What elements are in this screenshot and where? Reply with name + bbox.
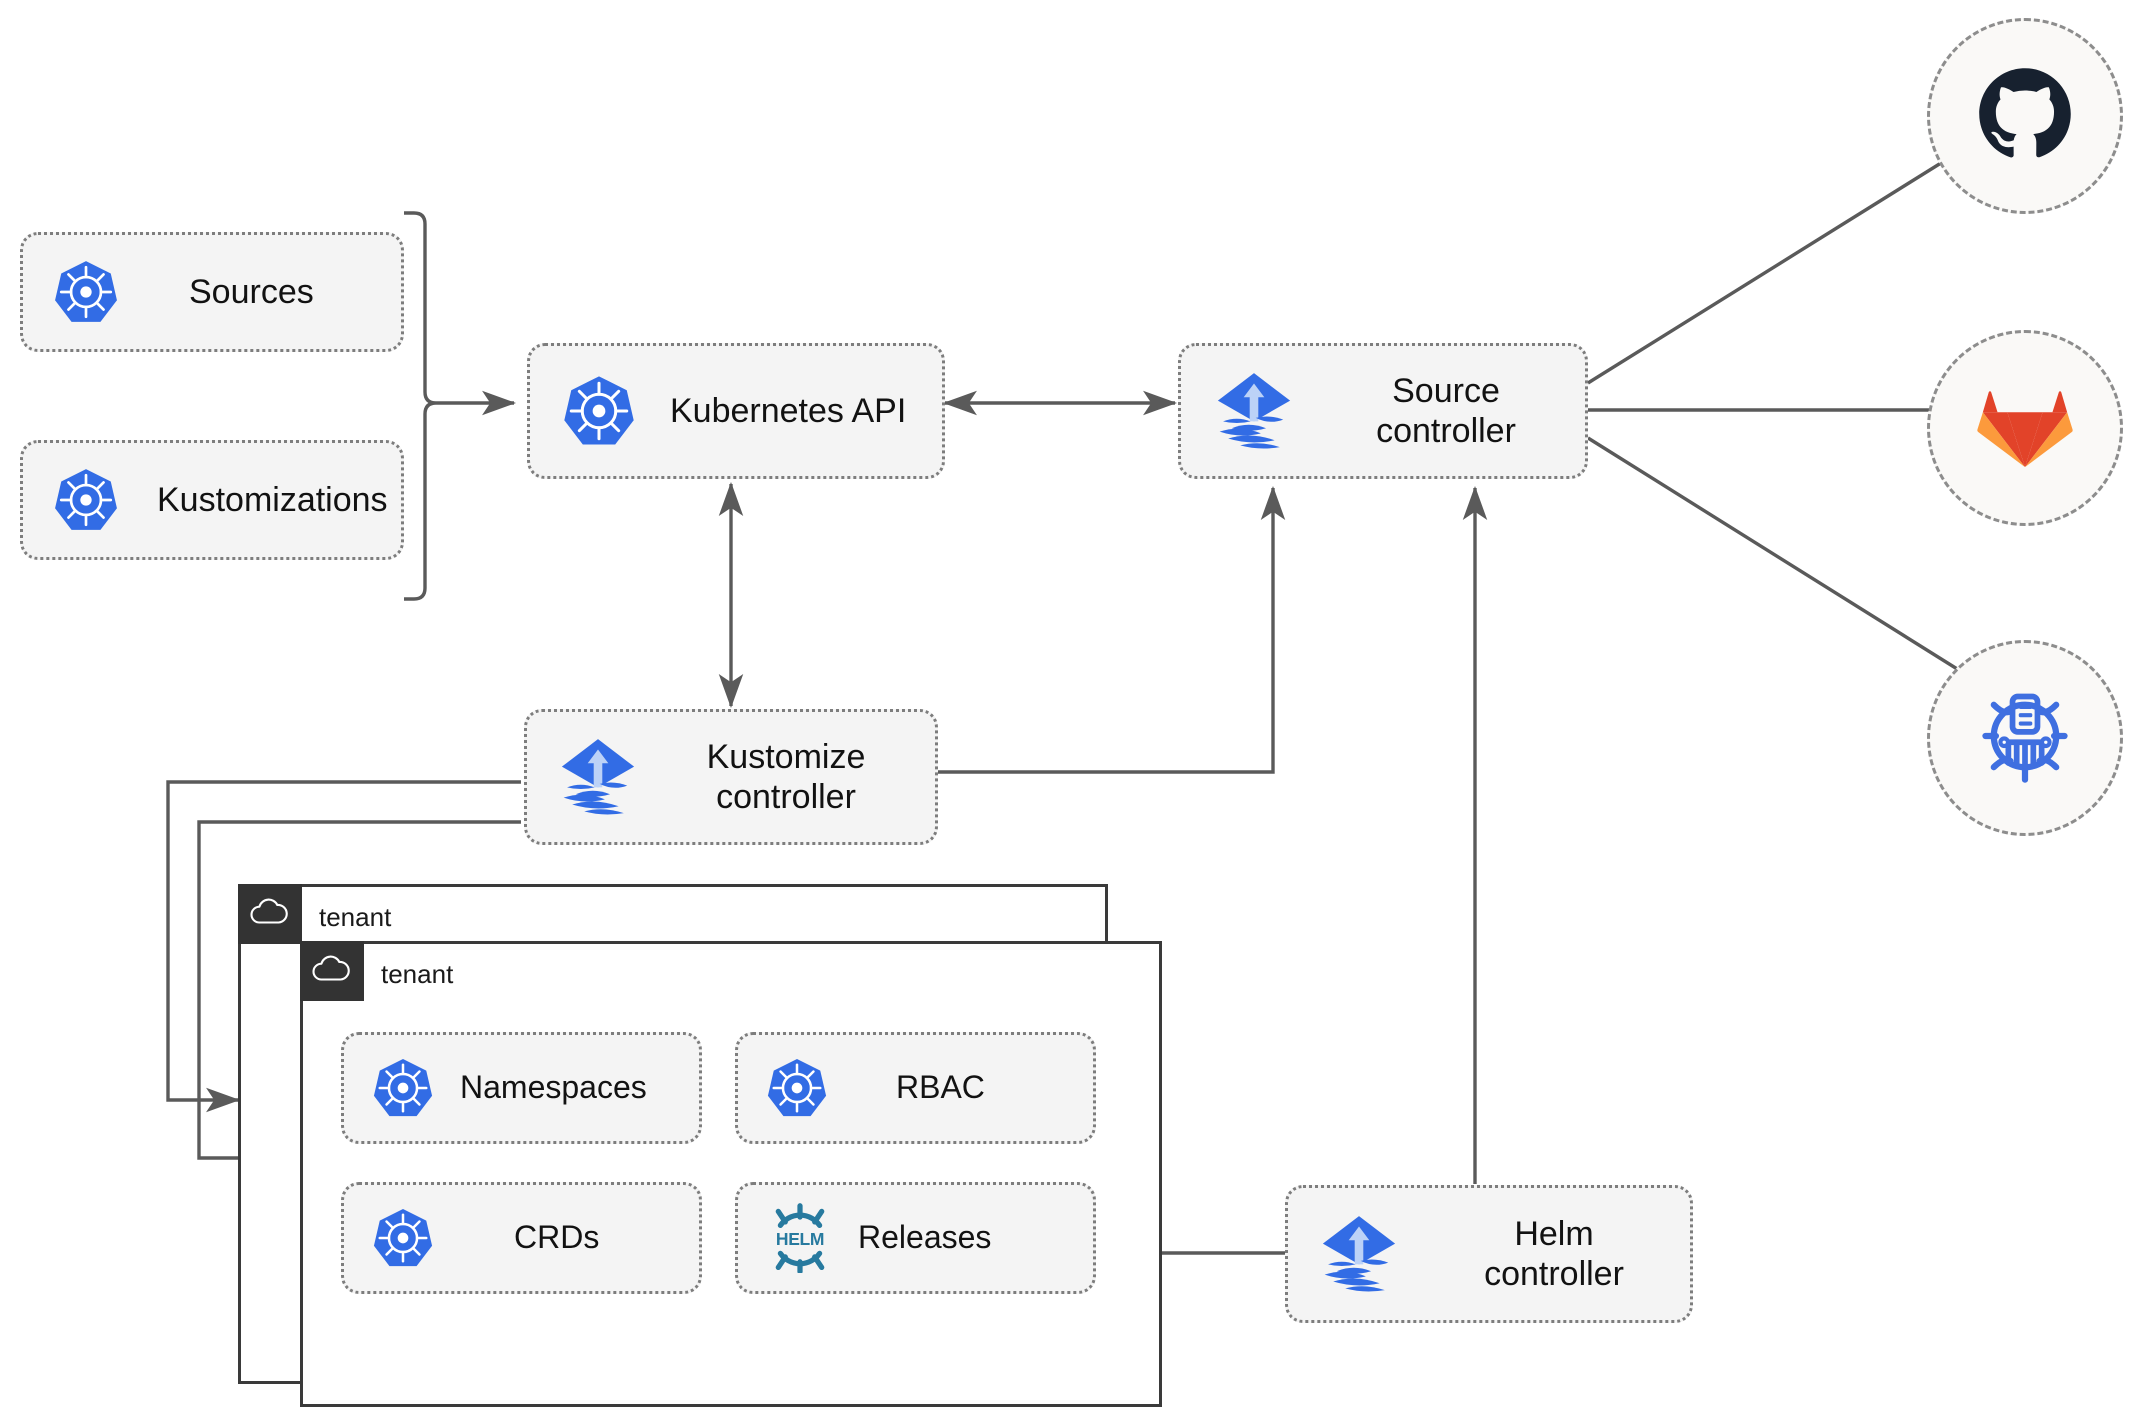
tenant-title: tenant <box>319 901 392 932</box>
node-helm-controller[interactable]: Helm controller <box>1285 1185 1693 1323</box>
node-label: Namespaces <box>460 1069 647 1106</box>
kubernetes-icon <box>372 1057 434 1119</box>
node-kubernetes-api[interactable]: Kubernetes API <box>527 343 945 479</box>
node-namespaces[interactable]: Namespaces <box>341 1032 702 1144</box>
oci-registry-icon <box>1973 684 2077 793</box>
node-label: Helm controller <box>1484 1214 1624 1293</box>
node-label: CRDs <box>514 1219 600 1256</box>
tenant-tab <box>238 884 302 944</box>
svg-text:HELM: HELM <box>776 1229 824 1249</box>
github-icon <box>1973 62 2077 171</box>
cloud-icon <box>248 898 290 931</box>
provider-oci-registry[interactable] <box>1927 640 2123 836</box>
flux-icon <box>555 734 641 820</box>
node-label: Source controller <box>1376 371 1516 450</box>
node-label: Kustomize controller <box>706 737 866 816</box>
provider-github[interactable] <box>1927 18 2123 214</box>
cloud-icon <box>310 955 352 988</box>
node-label: RBAC <box>896 1069 985 1106</box>
kubernetes-icon <box>766 1057 828 1119</box>
node-label: Kustomizations <box>157 480 388 519</box>
tenant-title: tenant <box>381 958 454 989</box>
kubernetes-icon <box>53 467 119 533</box>
helm-icon: HELM <box>764 1203 836 1273</box>
node-label: Sources <box>189 272 314 311</box>
flux-icon <box>1316 1211 1402 1297</box>
node-source-controller[interactable]: Source controller <box>1178 343 1588 479</box>
node-rbac[interactable]: RBAC <box>735 1032 1096 1144</box>
node-kustomize-controller[interactable]: Kustomize controller <box>524 709 938 845</box>
kubernetes-icon <box>562 374 636 448</box>
gitlab-icon <box>1976 377 2074 480</box>
flux-icon <box>1211 368 1297 454</box>
node-sources[interactable]: Sources <box>20 232 404 352</box>
node-label: Kubernetes API <box>670 391 907 430</box>
node-crds[interactable]: CRDs <box>341 1182 702 1294</box>
node-releases[interactable]: HELM Releases <box>735 1182 1096 1294</box>
kubernetes-icon <box>372 1207 434 1269</box>
node-label: Releases <box>858 1219 992 1256</box>
tenant-window-inner[interactable]: tenant <box>300 941 1162 1407</box>
provider-gitlab[interactable] <box>1927 330 2123 526</box>
kubernetes-icon <box>53 259 119 325</box>
node-kustomizations[interactable]: Kustomizations <box>20 440 404 560</box>
tenant-tab <box>300 941 364 1001</box>
